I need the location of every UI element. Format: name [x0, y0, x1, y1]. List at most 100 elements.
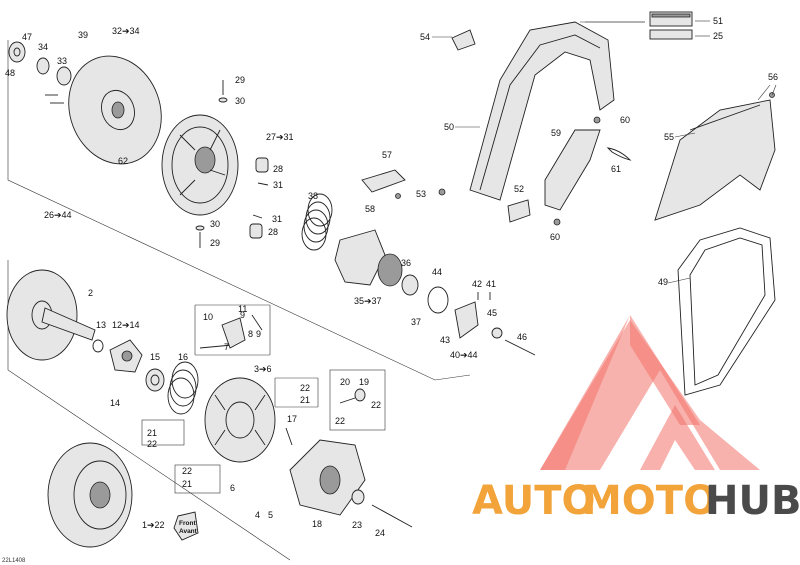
callout-6: 6: [230, 483, 235, 493]
callout-40-44: 40➔44: [450, 350, 478, 360]
callout-58: 58: [365, 204, 375, 214]
callout-21a: 21: [300, 395, 310, 405]
watermark-text: AUTO MOTO HUB: [472, 478, 800, 524]
callout-8: 8: [248, 329, 253, 339]
callout-21c: 21: [182, 479, 192, 489]
callout-28b: 28: [268, 227, 278, 237]
diagram-code: 22L1408: [2, 558, 26, 564]
callout-25: 25: [713, 31, 723, 41]
callout-9b: 9: [256, 329, 261, 339]
part-bracket-59: [544, 129, 601, 211]
callout-29b: 29: [210, 238, 220, 248]
callout-29a: 29: [235, 75, 245, 85]
part-spider: [334, 229, 449, 314]
callout-48: 48: [5, 68, 15, 78]
callout-59: 59: [551, 128, 561, 138]
front-arrow: Front Avant: [173, 511, 199, 541]
callout-46: 46: [517, 332, 527, 342]
callout-38: 38: [308, 191, 318, 201]
callout-4: 4: [255, 510, 260, 520]
watermark-auto: AUTO: [472, 478, 596, 524]
callout-21b: 21: [147, 428, 157, 438]
callout-57: 57: [382, 150, 392, 160]
part-drive-pulley-assembly: [47, 442, 133, 548]
watermark-logo: [540, 315, 760, 470]
callout-30b: 30: [210, 219, 220, 229]
callout-34: 34: [38, 42, 48, 52]
part-bolts-center: [195, 80, 228, 248]
part-lever-assembly: [199, 314, 263, 349]
callout-28a: 28: [273, 164, 283, 174]
callout-32-34: 32➔34: [112, 26, 140, 36]
callout-51: 51: [713, 16, 723, 26]
part-bolt-24: [351, 489, 413, 528]
part-cap-assembly: [454, 292, 536, 356]
callout-1-22: 1➔22: [142, 520, 165, 530]
part-hub-12: [109, 339, 143, 373]
part-roller-19-20: [339, 388, 366, 404]
callout-33: 33: [57, 56, 67, 66]
callout-14: 14: [110, 398, 120, 408]
callout-19: 19: [359, 377, 369, 387]
callout-22e: 22: [182, 466, 192, 476]
callout-20: 20: [340, 377, 350, 387]
callout-55: 55: [664, 132, 674, 142]
callout-54: 54: [420, 32, 430, 42]
callout-62: 62: [118, 156, 128, 166]
part-clip-13: [92, 339, 104, 353]
callout-24: 24: [375, 528, 385, 538]
callout-13: 13: [96, 320, 106, 330]
callout-3-6: 3➔6: [254, 364, 272, 374]
part-fixed-sheave: [68, 55, 162, 165]
callout-60a: 60: [620, 115, 630, 125]
callout-53: 53: [416, 189, 426, 199]
callout-26-44: 26➔44: [44, 210, 72, 220]
callout-12-14: 12➔14: [112, 320, 140, 330]
part-movable-sheave: [161, 114, 239, 216]
part-label-decal-25: [649, 29, 693, 40]
front-label-2: Avant: [179, 528, 198, 535]
part-drive-belt: [677, 227, 776, 396]
callout-9a: 9: [240, 310, 245, 320]
callout-22d: 22: [147, 439, 157, 449]
part-fasteners: [395, 92, 775, 226]
callouts: 32➔34 39 47 34 33 48 29 30 27➔31 62 28 3…: [2, 16, 778, 564]
callout-22a: 22: [300, 383, 310, 393]
callout-49: 49: [658, 277, 668, 287]
watermark-moto: MOTO: [582, 478, 717, 524]
callout-7: 7: [224, 342, 229, 352]
part-washers-top-left: [8, 41, 72, 104]
callout-22b: 22: [371, 400, 381, 410]
part-belt-guard: [469, 21, 615, 201]
callout-42: 42: [472, 279, 482, 289]
part-fixed-drive-sheave: [6, 269, 96, 361]
part-bracket-52: [507, 199, 531, 223]
callout-27-31: 27➔31: [266, 132, 294, 142]
callout-11: 11: [238, 304, 247, 314]
part-label-decal-51: [649, 11, 693, 27]
part-clip-61: [606, 147, 632, 161]
callout-2: 2: [88, 288, 93, 298]
part-bushing-15: [145, 368, 165, 392]
callout-10: 10: [203, 312, 213, 322]
watermark-hub: HUB: [705, 478, 800, 524]
part-spring-primary: [301, 193, 333, 251]
callout-36: 36: [401, 258, 411, 268]
callout-61: 61: [611, 164, 621, 174]
callout-30a: 30: [235, 96, 245, 106]
callout-43: 43: [440, 335, 450, 345]
callout-60b: 60: [550, 232, 560, 242]
callout-44: 44: [432, 267, 442, 277]
callout-45: 45: [487, 308, 497, 318]
part-bracket-57: [361, 169, 406, 193]
callout-56: 56: [768, 72, 778, 82]
part-sliders: [249, 157, 269, 239]
part-spring-secondary: [167, 361, 199, 415]
callout-15: 15: [150, 352, 160, 362]
part-movable-drive-sheave: [204, 377, 276, 463]
callout-41: 41: [486, 279, 496, 289]
callout-23: 23: [352, 520, 362, 530]
callout-39: 39: [78, 30, 88, 40]
